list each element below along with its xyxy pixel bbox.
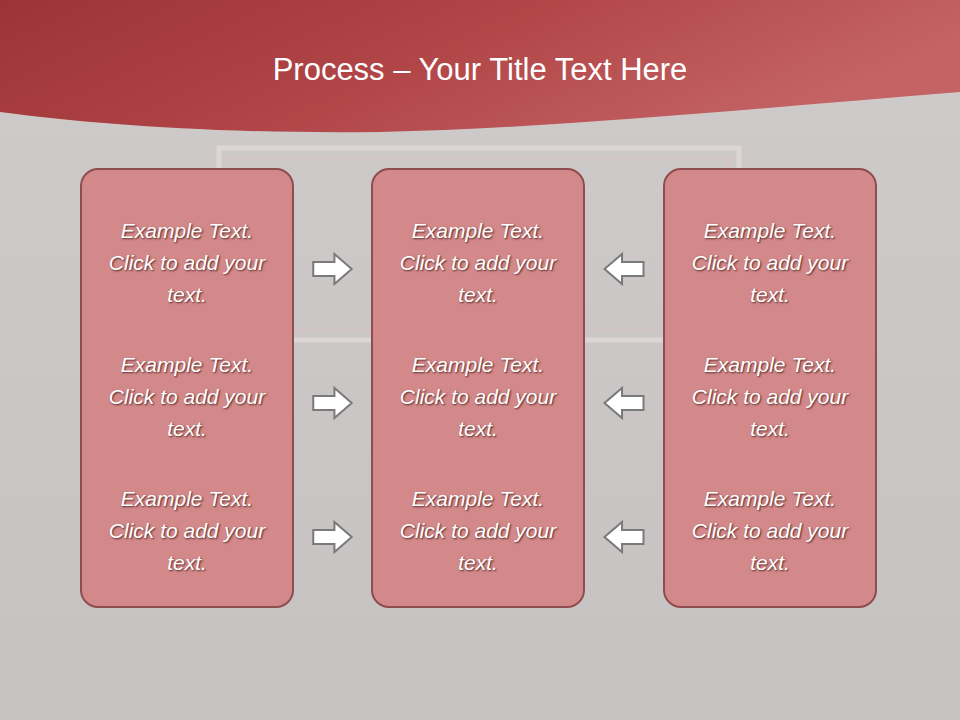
- block-arrow: [605, 522, 644, 552]
- block-arrow: [605, 388, 644, 418]
- box-text: Example Text. Click to add your text.: [102, 349, 272, 445]
- box-text: Example Text. Click to add your text.: [393, 349, 563, 445]
- box-text: Example Text. Click to add your text.: [685, 349, 855, 445]
- box-text: Example Text. Click to add your text.: [102, 215, 272, 311]
- box-text: Example Text. Click to add your text.: [102, 483, 272, 579]
- box-text: Example Text. Click to add your text.: [393, 483, 563, 579]
- slide-title: Process – Your Title Text Here: [0, 52, 960, 88]
- process-box: Example Text. Click to add your text. Exa…: [371, 168, 585, 608]
- block-arrow: [605, 254, 644, 284]
- block-arrow: [313, 388, 352, 418]
- box-text: Example Text. Click to add your text.: [685, 215, 855, 311]
- process-box: Example Text. Click to add your text. Exa…: [80, 168, 294, 608]
- process-box: Example Text. Click to add your text. Exa…: [663, 168, 877, 608]
- block-arrow: [313, 254, 352, 284]
- block-arrow: [313, 522, 352, 552]
- box-text: Example Text. Click to add your text.: [393, 215, 563, 311]
- header-band: [0, 0, 960, 132]
- box-text: Example Text. Click to add your text.: [685, 483, 855, 579]
